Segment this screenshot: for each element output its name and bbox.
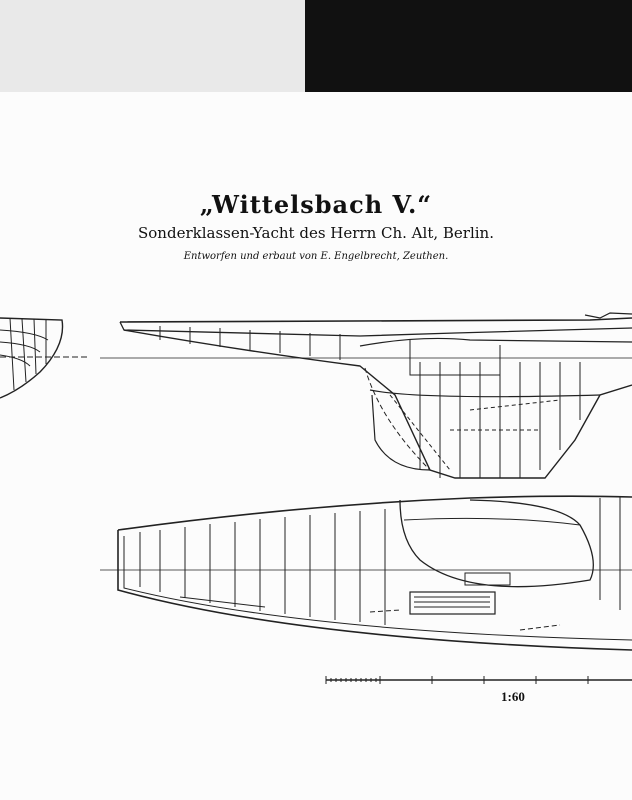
- drawing-sheet: [0, 92, 632, 800]
- yacht-name-heading: „Wittelsbach V.“: [199, 190, 433, 219]
- designer-credit: Entworfen und erbaut von E. Engelbrecht,…: [183, 251, 449, 262]
- subtitle-owner: Sonderklassen-Yacht des Herrn Ch. Alt, B…: [138, 224, 494, 242]
- scan-dark-area: [305, 0, 632, 95]
- scale-ratio-label: 1:60: [501, 689, 525, 704]
- deck-plan-drawing: [100, 495, 632, 651]
- sheer-profile-drawing: [100, 312, 632, 479]
- scale-bar: [325, 676, 632, 684]
- body-plan-drawing: [0, 317, 90, 399]
